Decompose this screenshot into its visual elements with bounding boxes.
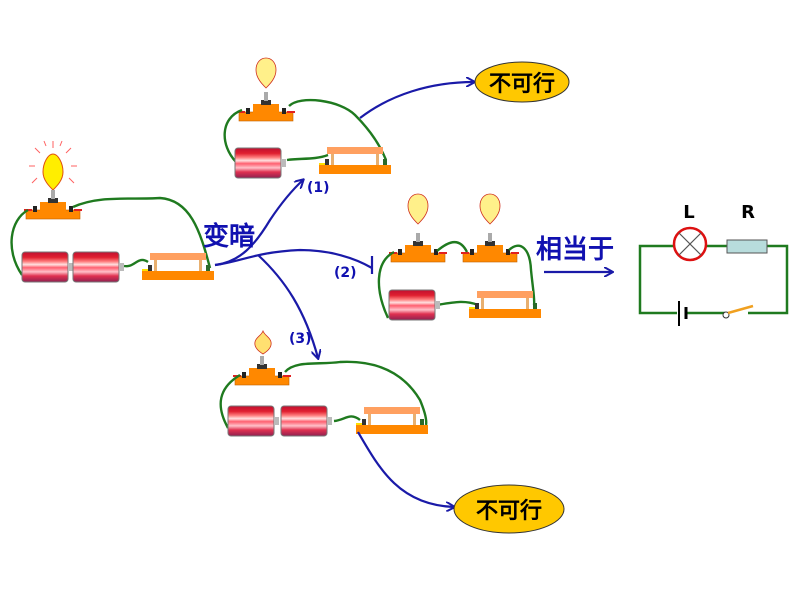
option-2-label: (2) bbox=[334, 265, 357, 281]
wire bbox=[223, 108, 243, 163]
wire bbox=[72, 196, 212, 269]
dim-bulb-icon bbox=[460, 193, 520, 263]
lamp-label: L bbox=[683, 202, 694, 223]
battery-icon bbox=[227, 405, 280, 437]
not-feasible-bubble-top: 不可行 bbox=[474, 61, 570, 103]
resistor-symbol-icon bbox=[726, 239, 768, 254]
arrow-to-option-3 bbox=[257, 254, 318, 358]
flow-arrows bbox=[214, 82, 612, 507]
wire bbox=[436, 300, 479, 307]
flame-bulb-icon bbox=[232, 329, 292, 386]
resistor-label: R bbox=[741, 202, 755, 223]
arrow-to-not-feasible-top bbox=[359, 82, 474, 119]
wire bbox=[123, 258, 149, 268]
lamp-symbol-icon bbox=[672, 226, 708, 262]
battery-symbol-icon bbox=[678, 301, 688, 326]
option-1-label: (1) bbox=[307, 180, 330, 196]
not-feasible-text: 不可行 bbox=[489, 71, 555, 97]
switch-symbol-icon bbox=[722, 304, 754, 319]
arrow-to-option-2 bbox=[214, 248, 373, 269]
switch-icon bbox=[469, 291, 541, 318]
battery-icon bbox=[21, 251, 74, 283]
dimmer-label: 变暗 bbox=[203, 221, 255, 252]
bright-bulb-icon bbox=[23, 140, 83, 220]
battery-icon bbox=[280, 405, 333, 437]
arrow-to-not-feasible-bottom bbox=[357, 431, 454, 507]
schematic-circuit: L R bbox=[638, 202, 789, 326]
option-1-circuit bbox=[223, 57, 391, 179]
switch-icon bbox=[356, 407, 428, 434]
option-2-circuit bbox=[377, 193, 541, 321]
original-circuit bbox=[10, 140, 214, 283]
wire bbox=[377, 250, 395, 319]
switch-icon bbox=[142, 253, 214, 280]
wire bbox=[333, 415, 361, 423]
schematic-wire bbox=[748, 244, 789, 315]
equivalent-label: 相当于 bbox=[536, 235, 614, 265]
schematic-wire bbox=[638, 244, 677, 315]
wire bbox=[10, 208, 29, 276]
wire bbox=[436, 240, 469, 253]
wire bbox=[219, 373, 241, 429]
option-3-label: (3) bbox=[289, 331, 312, 347]
arrow-to-option-1 bbox=[214, 180, 303, 267]
battery-icon bbox=[234, 147, 287, 179]
switch-icon bbox=[319, 147, 391, 174]
wire bbox=[508, 244, 536, 306]
battery-icon bbox=[72, 251, 125, 283]
dim-bulb-icon bbox=[236, 57, 296, 122]
dim-bulb-icon bbox=[388, 193, 448, 263]
not-feasible-text: 不可行 bbox=[476, 498, 542, 524]
not-feasible-bubble-bottom: 不可行 bbox=[453, 484, 565, 534]
option-3-circuit bbox=[219, 329, 428, 437]
wire bbox=[288, 98, 388, 161]
wire bbox=[284, 360, 428, 426]
battery-icon bbox=[388, 289, 441, 321]
wire bbox=[286, 153, 329, 162]
